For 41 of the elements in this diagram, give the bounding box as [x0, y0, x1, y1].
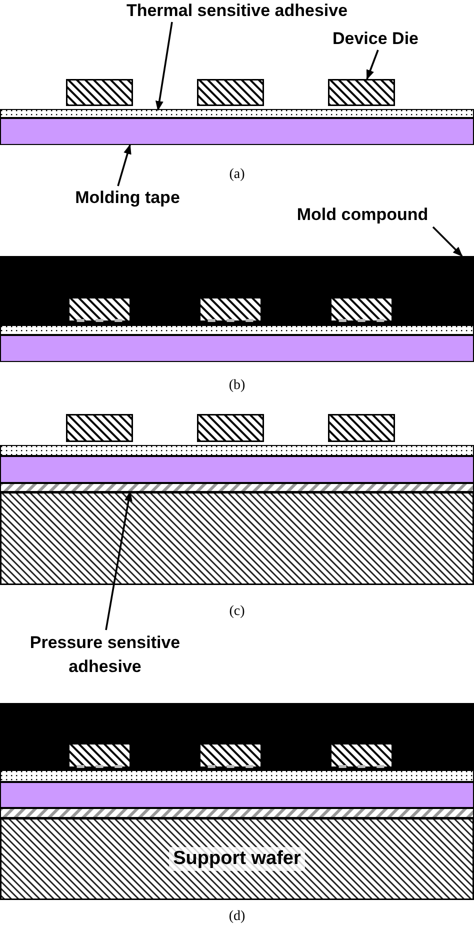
device-die — [199, 297, 262, 322]
leader-arrow — [105, 491, 132, 630]
callout-label: Mold compound — [275, 203, 450, 227]
mold-compound — [0, 703, 474, 770]
support-wafer — [0, 492, 474, 585]
thermal-adhesive-layer — [0, 770, 474, 782]
callout-label: Thermal sensitive adhesive — [87, 0, 387, 22]
thermal-adhesive-layer — [0, 445, 474, 456]
leader-arrow — [155, 22, 173, 111]
pressure-adhesive-layer — [0, 483, 474, 492]
device-die — [328, 414, 395, 442]
molding-tape-layer — [0, 118, 474, 145]
callout-label: Device Die — [318, 28, 433, 50]
device-die — [330, 743, 393, 768]
panel-label: (d) — [228, 908, 246, 926]
leader-arrow — [117, 144, 132, 186]
thermal-adhesive-layer — [0, 109, 474, 118]
panel-label: (c) — [228, 603, 246, 621]
panel-label: (a) — [228, 166, 246, 184]
molding-tape-layer — [0, 782, 474, 808]
device-die — [68, 743, 131, 768]
device-die — [68, 297, 131, 322]
device-die — [199, 743, 262, 768]
leader-arrow — [366, 50, 379, 80]
thermal-adhesive-layer — [0, 325, 474, 335]
panel-label: (b) — [228, 377, 246, 395]
device-die — [328, 79, 395, 106]
layer-label: Support wafer — [169, 847, 305, 871]
molding-tape-layer — [0, 335, 474, 362]
device-die — [66, 79, 133, 106]
device-die — [197, 79, 264, 106]
device-die — [66, 414, 133, 442]
molding-tape-layer — [0, 456, 474, 483]
callout-label: Molding tape — [55, 186, 200, 210]
pressure-adhesive-layer — [0, 808, 474, 818]
mold-compound — [0, 256, 474, 325]
support-wafer — [0, 818, 474, 900]
device-die — [330, 297, 393, 322]
leader-arrow — [432, 226, 463, 257]
callout-label: Pressure sensitive adhesive — [5, 630, 205, 680]
device-die — [197, 414, 264, 442]
